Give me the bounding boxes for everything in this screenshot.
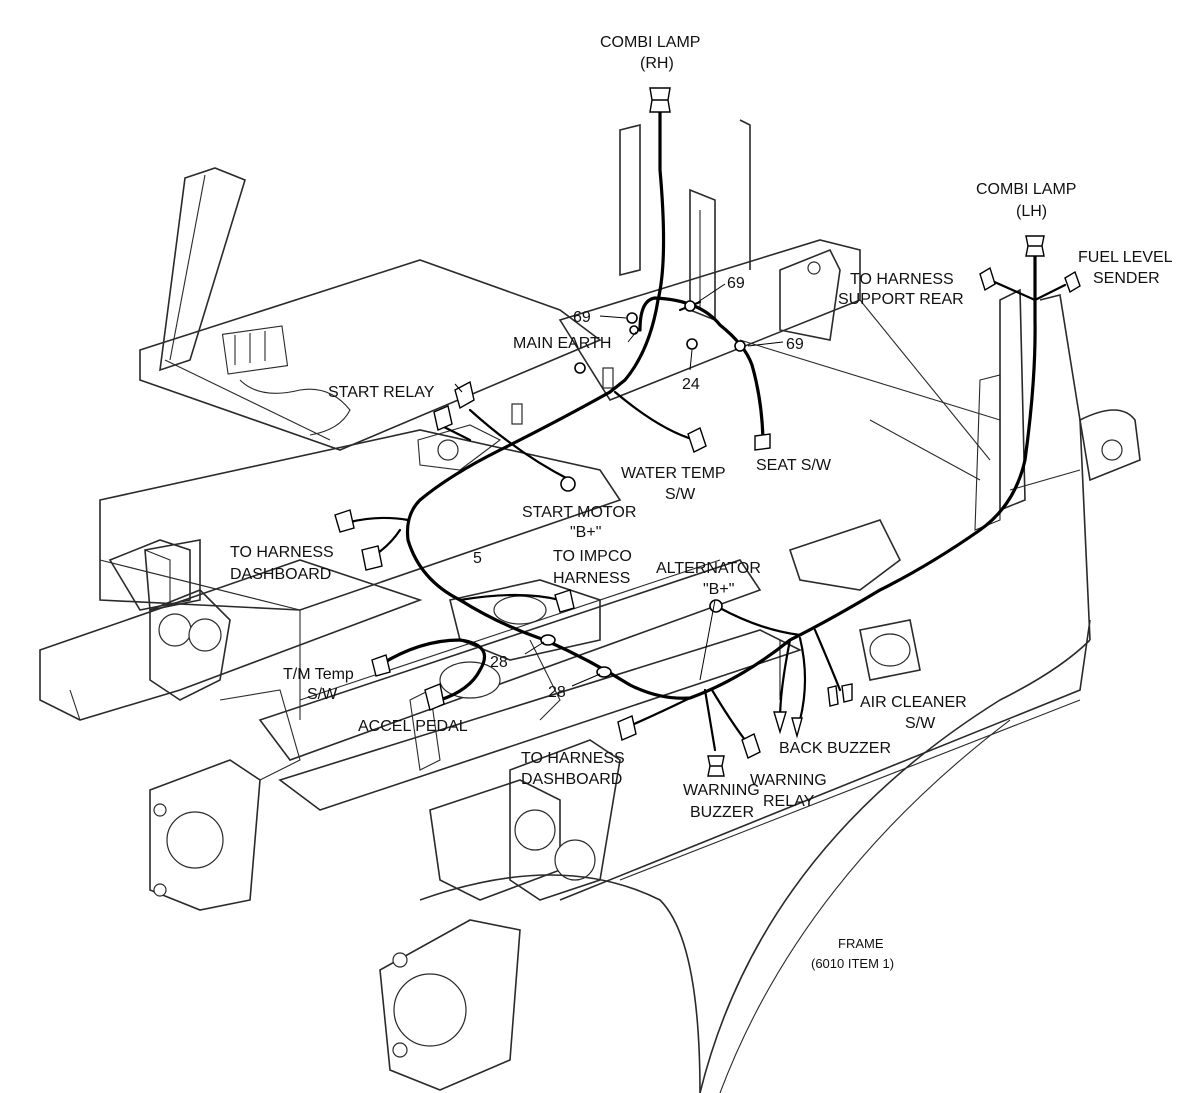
connector-warning-relay: [741, 733, 761, 759]
label-harness-dashboard-b: TO HARNESS: [521, 750, 625, 767]
connector-accel-pedal: [424, 683, 445, 711]
connector-warning-buzzer: [707, 755, 725, 777]
label-air-cleaner: AIR CLEANER: [860, 694, 967, 711]
bolt-69-left-2: [629, 325, 639, 335]
label-start-relay: START RELAY: [328, 384, 435, 401]
clip-28-lower: [596, 666, 612, 678]
connector-harness-support-rear: [979, 266, 996, 292]
label-combi-lamp-rh: COMBI LAMP: [600, 34, 700, 51]
label-combi-lamp-lh: COMBI LAMP: [976, 181, 1076, 198]
label-main-earth: MAIN EARTH: [513, 335, 611, 352]
frame-drawing: [39, 119, 1141, 1093]
terminal-alternator: [709, 599, 723, 613]
label-water-temp: WATER TEMP: [621, 465, 726, 482]
connector-combi-lamp-rh: [649, 87, 671, 113]
label-harness-dashboard-b-2: DASHBOARD: [521, 771, 622, 788]
label-alternator-2: "B+": [703, 581, 734, 598]
label-warning-relay-2: RELAY: [763, 793, 815, 810]
leader-lines: [454, 283, 784, 700]
bolt-69-right: [734, 340, 746, 352]
label-accel-pedal: ACCEL PEDAL: [358, 718, 468, 735]
label-harness-dashboard-a-2: DASHBOARD: [230, 566, 331, 583]
label-tm-temp-2: S/W: [307, 686, 338, 703]
connector-combi-lamp-lh: [1025, 235, 1045, 257]
terminal-main-earth: [574, 362, 586, 374]
callout-69-left: 69: [573, 309, 591, 326]
callout-28-lower: 28: [548, 684, 566, 701]
label-start-motor-2: "B+": [570, 524, 601, 541]
terminal-start-motor: [560, 476, 576, 492]
label-warning-buzzer-2: BUZZER: [690, 804, 754, 821]
bolt-69-top: [684, 300, 696, 312]
callout-24: 24: [682, 376, 700, 393]
connector-impco: [554, 589, 575, 613]
bolt-24: [686, 338, 698, 350]
connector-start-relay-2: [433, 405, 453, 431]
connector-fuel-level-sender: [1064, 270, 1081, 294]
label-warning-buzzer: WARNING: [683, 782, 760, 799]
label-combi-lamp-rh-side: (RH): [640, 55, 674, 72]
connector-water-temp: [687, 427, 707, 453]
callout-28-upper: 28: [490, 654, 508, 671]
connector-harness-dashboard-a: [334, 509, 355, 533]
label-fuel-level-sender-2: SENDER: [1093, 270, 1160, 287]
clip-28-upper: [540, 634, 556, 646]
callout-5: 5: [473, 550, 482, 567]
label-harness-support-rear-2: SUPPORT REAR: [838, 291, 964, 308]
label-harness-support-rear: TO HARNESS: [850, 271, 954, 288]
label-water-temp-2: S/W: [665, 486, 696, 503]
label-harness-dashboard-a: TO HARNESS: [230, 544, 334, 561]
connector-start-relay: [454, 380, 475, 410]
label-tm-temp: T/M Temp: [283, 666, 354, 683]
label-fuel-level-sender: FUEL LEVEL: [1078, 249, 1173, 266]
connector-harness-dashboard-a-2: [361, 545, 383, 571]
label-back-buzzer: BACK BUZZER: [779, 740, 891, 757]
label-alternator: ALTERNATOR: [656, 560, 761, 577]
label-impco-2: HARNESS: [553, 570, 630, 587]
label-combi-lamp-lh-side: (LH): [1016, 203, 1047, 220]
connector-air-cleaner: [827, 683, 853, 707]
connector-tm-temp: [371, 654, 391, 677]
connector-back-buzzer: [773, 711, 803, 739]
label-frame: FRAME: [838, 936, 884, 951]
connectors: [334, 87, 1081, 777]
callout-69-top: 69: [727, 275, 745, 292]
label-warning-relay: WARNING: [750, 772, 827, 789]
label-seat-sw: SEAT S/W: [756, 457, 832, 474]
label-start-motor: START MOTOR: [522, 504, 636, 521]
label-frame-2: (6010 ITEM 1): [811, 956, 894, 971]
connector-seat-sw: [754, 433, 771, 451]
callout-69-right: 69: [786, 336, 804, 353]
connector-harness-dashboard-b: [617, 715, 637, 741]
label-impco: TO IMPCO: [553, 548, 632, 565]
label-air-cleaner-2: S/W: [905, 715, 936, 732]
labels: COMBI LAMP (RH) COMBI LAMP (LH) FUEL LEV…: [230, 34, 1173, 971]
bolt-69-left: [626, 312, 638, 324]
